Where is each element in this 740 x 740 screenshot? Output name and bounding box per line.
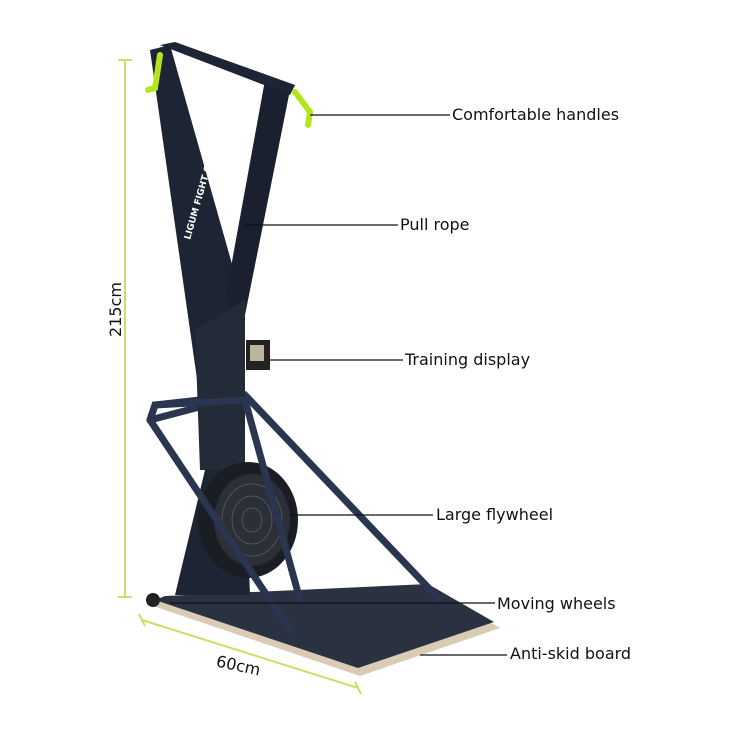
leader-lines [170, 114, 507, 656]
label-wheels: Moving wheels [497, 594, 616, 613]
rope-column [225, 80, 290, 315]
label-rope: Pull rope [400, 215, 470, 234]
label-flywheel: Large flywheel [436, 505, 554, 524]
height-dimension-label: 215cm [105, 282, 125, 337]
anti-skid-board [150, 584, 500, 676]
wheel-icon [146, 593, 160, 607]
label-board: Anti-skid board [510, 644, 632, 663]
left-handle [145, 52, 163, 93]
right-handle [292, 89, 314, 128]
width-dimension-line [138, 613, 362, 695]
label-display: Training display [405, 350, 531, 369]
label-handles: Comfortable handles [452, 105, 620, 124]
height-dimension-line [118, 59, 132, 598]
